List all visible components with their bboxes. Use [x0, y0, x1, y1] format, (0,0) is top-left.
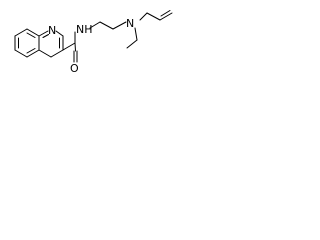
chemical-structure-diagram: N NH O N	[14, 10, 173, 75]
n-ethyl-group	[126, 27, 138, 49]
bond	[74, 42, 76, 52]
bond	[112, 21, 127, 30]
bond	[134, 27, 138, 41]
pyridine-ring	[38, 30, 64, 58]
bond	[99, 21, 114, 30]
amide-nh-label: NH	[76, 23, 93, 36]
bond	[89, 21, 101, 29]
bond	[38, 49, 52, 58]
bond	[62, 42, 76, 51]
amine-nitrogen-label: N	[126, 17, 134, 30]
bond	[146, 12, 161, 21]
amide-group	[62, 31, 78, 63]
bond	[14, 28, 28, 37]
double-bond-inner	[160, 10, 171, 17]
bond	[55, 30, 64, 37]
allyl-group	[139, 10, 173, 21]
ethyl-linker	[89, 21, 127, 30]
bond	[50, 49, 64, 58]
ring-nitrogen-label: N	[48, 24, 56, 37]
bond	[159, 12, 173, 21]
bond	[126, 39, 138, 49]
carbonyl-oxygen-label: O	[70, 62, 79, 75]
bond	[26, 49, 40, 58]
double-bond-inner	[26, 48, 36, 54]
bond	[26, 28, 40, 37]
double-bond-inner	[26, 32, 36, 38]
bond	[38, 30, 49, 37]
bond	[14, 49, 28, 58]
double-bond-inner	[42, 34, 49, 38]
bond	[139, 12, 148, 21]
benzene-ring	[14, 28, 40, 58]
